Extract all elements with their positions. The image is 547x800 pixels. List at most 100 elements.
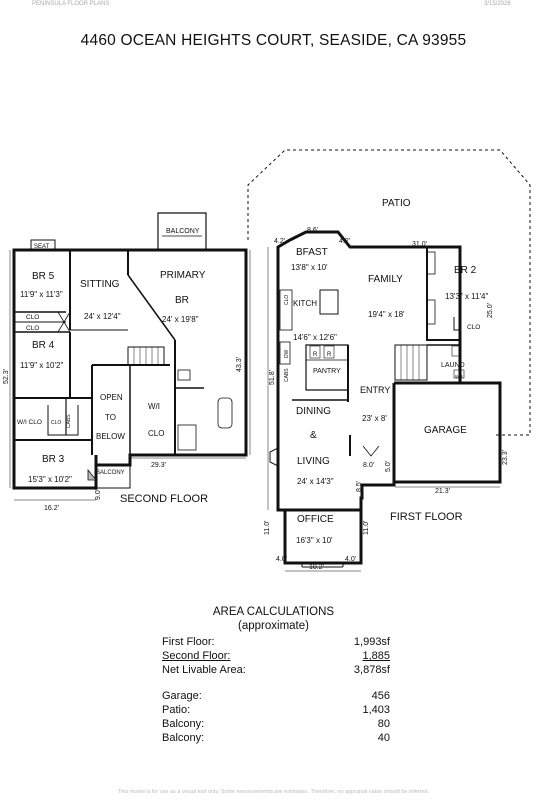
property-address: 4460 OCEAN HEIGHTS COURT, SEASIDE, CA 93… bbox=[80, 32, 467, 49]
balcony-top-label: BALCONY bbox=[166, 228, 200, 235]
entry-label: ENTRY bbox=[360, 385, 390, 395]
area-subtitle: (approximate) bbox=[238, 620, 309, 632]
dim-5-0: 5.0' bbox=[385, 461, 392, 472]
dim-11-0b: 11.0' bbox=[363, 521, 370, 535]
sitting-dim: 24' x 12'4" bbox=[84, 312, 121, 321]
area-row-value: 1,885 bbox=[362, 650, 390, 662]
area-row: Net Livable Area: 3,878sf bbox=[162, 664, 390, 678]
area-row-label: Balcony: bbox=[162, 732, 205, 744]
first-floor-labels: PATIO BFAST 13'8" x 10' FAMILY 19'4" x 1… bbox=[264, 198, 509, 571]
area-row-value: 456 bbox=[371, 690, 390, 702]
dim-43-3: 43.3' bbox=[236, 357, 243, 372]
primary-br-label: BR bbox=[175, 295, 189, 306]
disclaimer-footer: This model is for use as a visual tool o… bbox=[117, 789, 430, 795]
primary-dim: 24' x 19'8" bbox=[162, 315, 199, 324]
to-label: TO bbox=[105, 413, 116, 422]
living-label: LIVING bbox=[297, 456, 330, 467]
family-label: FAMILY bbox=[368, 274, 403, 285]
dim-4-0b: 4.0' bbox=[345, 556, 356, 563]
area-row: Patio: 1,403 bbox=[162, 704, 390, 718]
patio-label: PATIO bbox=[382, 198, 411, 209]
wi-clo-small-label: W/I CLO bbox=[17, 419, 42, 426]
dim-10-2: 10.2' bbox=[309, 564, 324, 571]
clo-br2-label: CLO bbox=[467, 324, 480, 331]
area-row-label: Garage: bbox=[162, 690, 202, 702]
kitch-label: KITCH bbox=[293, 299, 317, 308]
pantry-label: PANTRY bbox=[313, 368, 341, 375]
sitting-label: SITTING bbox=[80, 279, 120, 290]
header-date: 3/15/2026 bbox=[484, 1, 511, 7]
area-row: Garage: 456 bbox=[162, 690, 390, 704]
br3-dim: 15'3" x 10'2" bbox=[28, 475, 72, 484]
office-dim: 16'3" x 10' bbox=[296, 536, 333, 545]
primary-label: PRIMARY bbox=[160, 270, 206, 281]
first-floor-plan bbox=[247, 149, 531, 572]
dining-label: DINING bbox=[296, 406, 331, 417]
first-floor-title: FIRST FLOOR bbox=[390, 511, 463, 523]
dim-4-0a: 4.0' bbox=[276, 556, 287, 563]
area-row-label: Patio: bbox=[162, 704, 191, 716]
br4-label: BR 4 bbox=[32, 340, 55, 351]
seat-label: SEAT bbox=[34, 244, 50, 250]
entry-dim: 23' x 8' bbox=[362, 414, 387, 423]
dw-label: DW bbox=[284, 349, 290, 358]
bfast-label: BFAST bbox=[296, 247, 328, 258]
br4-dim: 11'9" x 10'2" bbox=[20, 361, 63, 370]
area-row-value: 1,993sf bbox=[353, 636, 390, 648]
dim-21-3: 21.3' bbox=[435, 488, 450, 495]
garage-label: GARAGE bbox=[424, 425, 467, 436]
living-dim: 24' x 14'3" bbox=[297, 477, 334, 486]
area-row-value: 3,878sf bbox=[353, 664, 390, 676]
dim-25-0: 25.0' bbox=[487, 303, 494, 318]
open-label: OPEN bbox=[100, 393, 123, 402]
bfast-dim: 13'8" x 10' bbox=[291, 263, 328, 272]
ref-label-2: R bbox=[327, 352, 332, 358]
br3-label: BR 3 bbox=[42, 454, 65, 465]
area-row-label: First Floor: bbox=[162, 636, 215, 648]
dim-16-2: 16.2' bbox=[44, 505, 59, 512]
br2-label: BR 2 bbox=[454, 265, 477, 276]
below-label: BELOW bbox=[96, 432, 125, 441]
br5-label: BR 5 bbox=[32, 271, 55, 282]
area-row-value: 40 bbox=[377, 732, 390, 744]
dim-9-0: 9.0' bbox=[95, 489, 102, 500]
clo-small-label: CLO bbox=[51, 420, 61, 426]
second-floor-labels: SEAT BR 5 11'9" x 11'3" SITTING 24' x 12… bbox=[3, 228, 243, 512]
area-row-value: 1,403 bbox=[362, 704, 390, 716]
area-row: Balcony: 80 bbox=[162, 718, 390, 732]
br5-dim: 11'9" x 11'3" bbox=[20, 290, 63, 299]
office-label: OFFICE bbox=[297, 514, 334, 525]
clo-v-label: CLO bbox=[284, 295, 290, 305]
family-dim: 19'4" x 18' bbox=[368, 310, 405, 319]
dim-52-3: 52.3' bbox=[3, 369, 10, 384]
dim-31-0: 31.0' bbox=[412, 241, 427, 248]
dim-4-2b: 4.2' bbox=[339, 238, 350, 245]
br2-dim: 13'3" x 11'4" bbox=[445, 292, 488, 301]
ref-label-1: R bbox=[313, 352, 318, 358]
wi-clo-label: CLO bbox=[148, 429, 164, 438]
wh-label: WH bbox=[455, 374, 463, 379]
area-row-label: Second Floor: bbox=[162, 650, 231, 662]
cabs-label: CABS bbox=[66, 414, 72, 428]
area-title: AREA CALCULATIONS bbox=[212, 606, 335, 618]
cabs-v-label: CABS bbox=[284, 368, 290, 382]
second-floor-title: SECOND FLOOR bbox=[120, 493, 208, 505]
wi-label: W/I bbox=[148, 402, 160, 411]
area-row: Balcony: 40 bbox=[162, 732, 390, 746]
dim-23-3: 23.3' bbox=[502, 450, 509, 465]
amp-label: & bbox=[310, 430, 317, 441]
dim-4-2a: 4.2' bbox=[274, 238, 285, 245]
second-floor-plan bbox=[9, 212, 251, 501]
dim-29-3: 29.3' bbox=[151, 462, 166, 469]
dim-11-0a: 11.0' bbox=[264, 521, 271, 535]
area-row-label: Balcony: bbox=[162, 718, 205, 730]
dim-8-0: 8.0' bbox=[363, 462, 374, 469]
area-row-label: Net Livable Area: bbox=[162, 664, 246, 676]
company-name: PENINSULA FLOOR PLANS bbox=[32, 1, 110, 7]
floor-plan-drawing: SEAT BR 5 11'9" x 11'3" SITTING 24' x 12… bbox=[3, 149, 531, 572]
dim-51-8: 51.8' bbox=[269, 370, 276, 385]
clo2-label: CLO bbox=[26, 325, 39, 332]
kitch-dim: 14'6" x 12'6" bbox=[293, 333, 337, 342]
dim-8-5: 8.5' bbox=[356, 481, 363, 492]
area-row: Second Floor: 1,885 bbox=[162, 650, 390, 664]
